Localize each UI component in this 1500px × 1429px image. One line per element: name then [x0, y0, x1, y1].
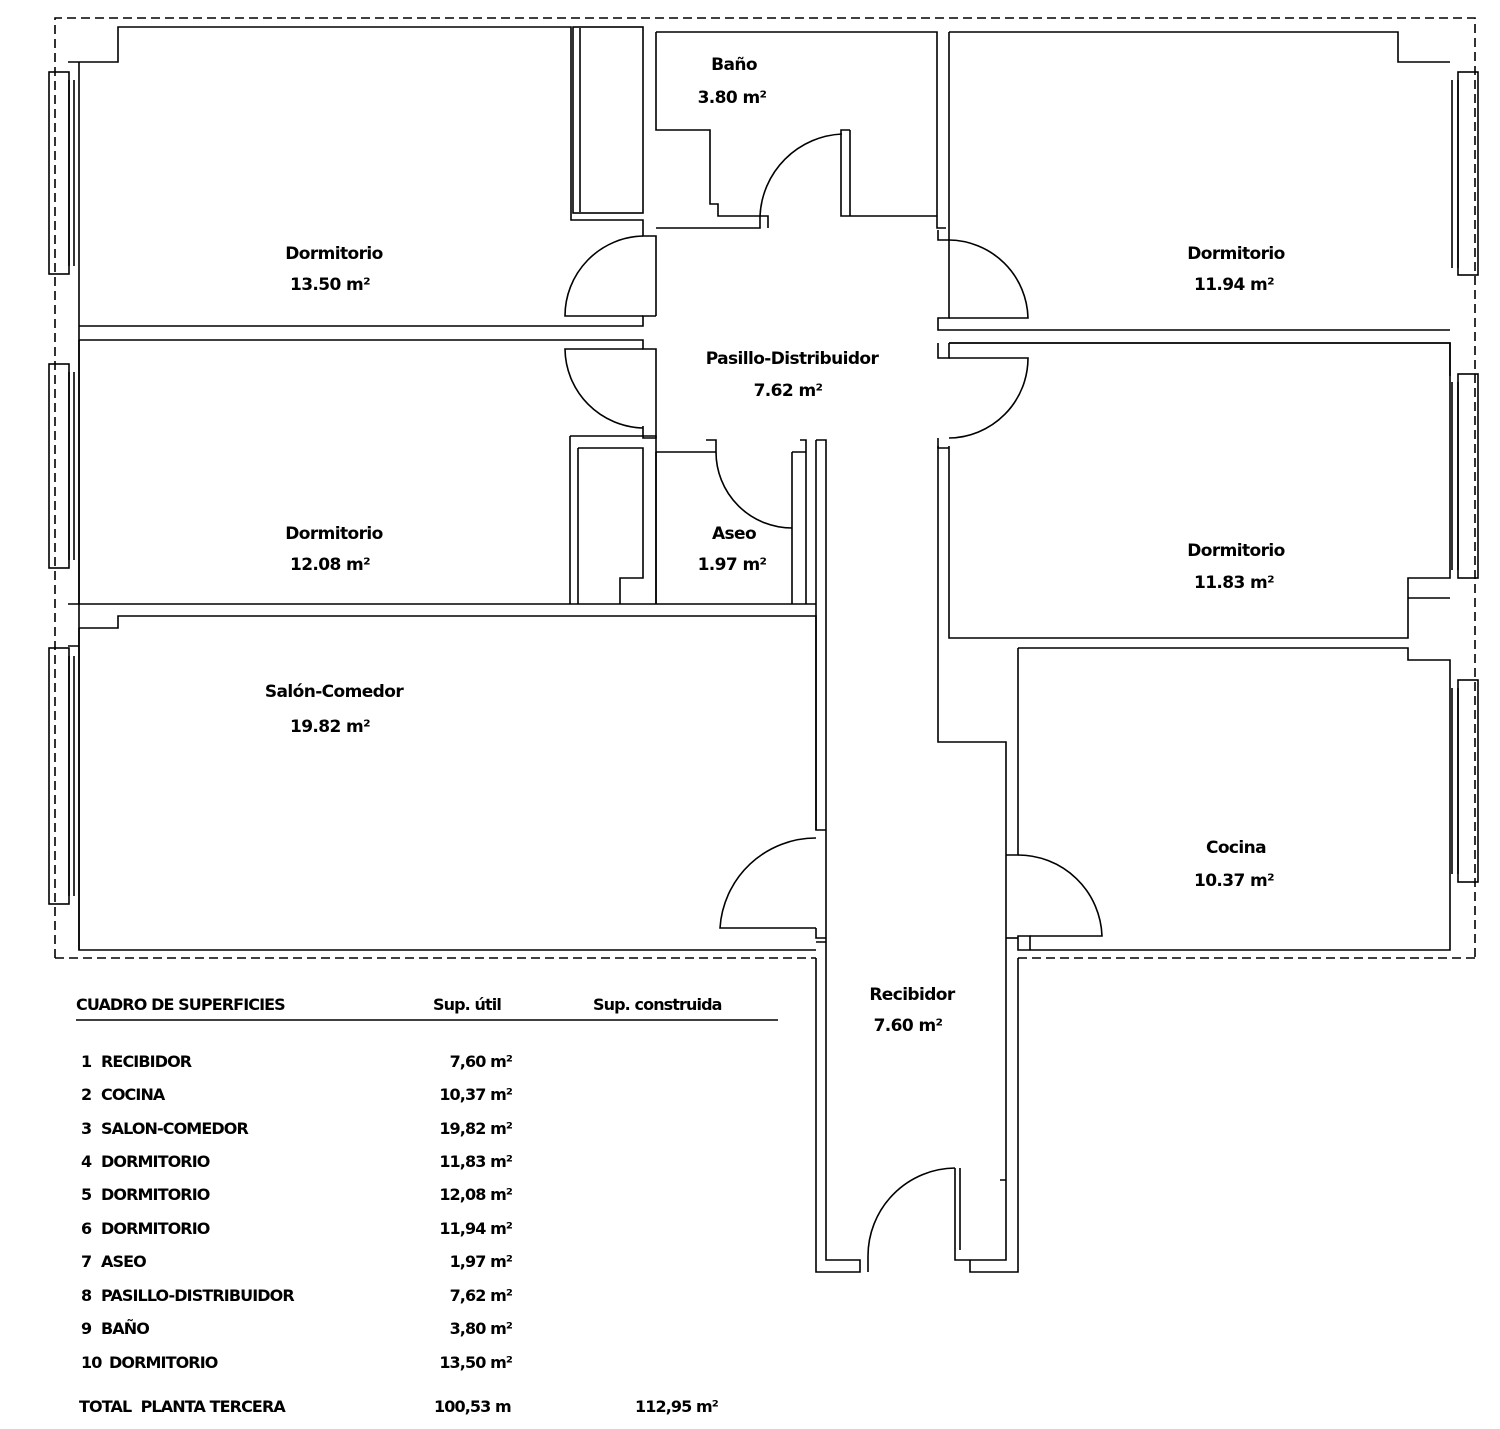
window-left-1	[48, 71, 70, 275]
room-area-dorm-nw: 13.50 m²	[290, 275, 370, 295]
room-name-dorm-w: Dormitorio	[285, 524, 382, 544]
room-area-dorm-ne: 11.94 m²	[1194, 275, 1274, 295]
room-name-recibidor: Recibidor	[869, 985, 956, 1005]
room-area-dorm-w: 12.08 m²	[290, 555, 370, 575]
room-area-cocina: 10.37 m²	[1194, 871, 1274, 891]
corridor-west-wall	[815, 439, 1019, 1273]
room-name-aseo: Aseo	[712, 524, 756, 544]
window-left-2	[48, 363, 70, 569]
room-area-aseo: 1.97 m²	[698, 555, 767, 575]
room-name-cocina: Cocina	[1206, 838, 1266, 858]
window-left-3	[48, 647, 70, 905]
room-name-salon: Salón-Comedor	[265, 682, 404, 702]
bano-outline	[655, 31, 946, 229]
aseo-outline	[655, 439, 807, 604]
closet-top	[572, 26, 644, 214]
salon-outline	[78, 615, 817, 951]
room-area-salon: 19.82 m²	[290, 717, 370, 737]
outer-boundary	[54, 17, 1476, 958]
room-name-dorm-nw: Dormitorio	[285, 244, 382, 264]
dorm-e-outline	[937, 342, 1451, 639]
door-dorm-w	[564, 348, 644, 429]
room-area-recibidor: 7.60 m²	[874, 1016, 943, 1036]
room-name-bano: Baño	[711, 55, 757, 75]
door-salon	[719, 837, 817, 929]
room-name-dorm-e: Dormitorio	[1187, 541, 1284, 561]
room-area-bano: 3.80 m²	[698, 88, 767, 108]
door-dorm-nw	[564, 235, 644, 317]
door-dorm-ne	[948, 239, 1029, 319]
dorm-nw-outline	[79, 26, 657, 439]
corridor-east-wall	[937, 446, 1007, 855]
room-name-dorm-ne: Dormitorio	[1187, 244, 1284, 264]
door-dorm-e	[948, 357, 1029, 439]
door-cocina	[1017, 854, 1103, 937]
door-entrance	[867, 1167, 956, 1272]
room-area-pasillo: 7.62 m²	[754, 381, 823, 401]
door-aseo	[715, 451, 793, 529]
dorm-ne-outline	[937, 31, 1451, 376]
cocina-outline	[1005, 647, 1451, 951]
room-area-dorm-e: 11.83 m²	[1194, 573, 1274, 593]
door-bano	[759, 133, 843, 228]
room-name-pasillo: Pasillo-Distribuidor	[706, 349, 880, 369]
